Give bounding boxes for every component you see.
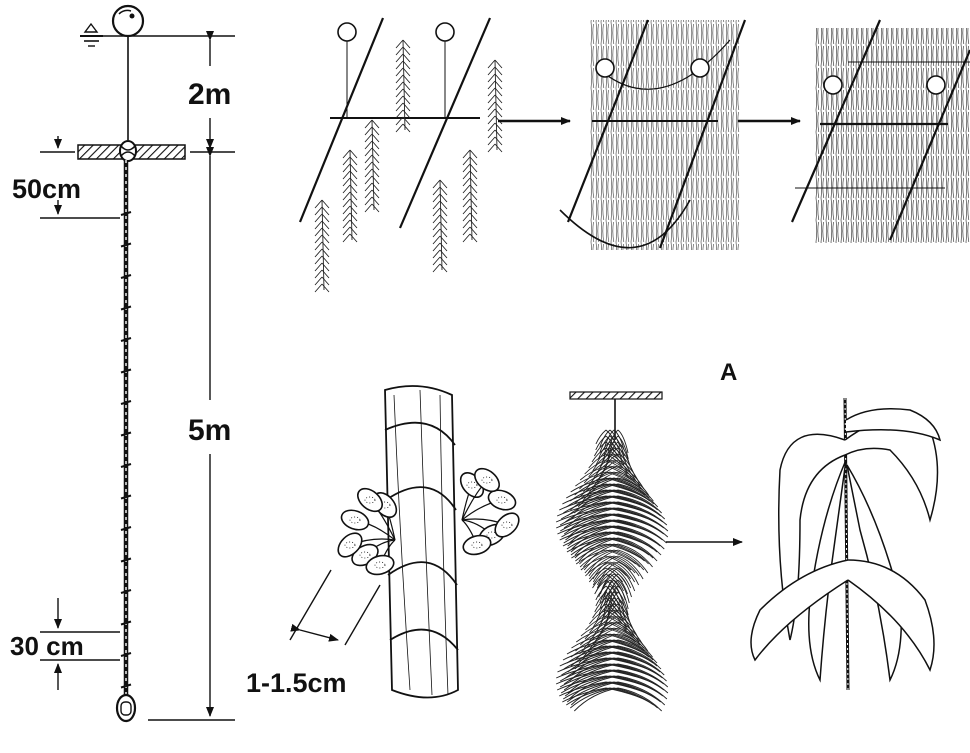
label-30cm: 30 cm [10,631,84,661]
hanging-frame [570,392,662,399]
float-buoy-icon [596,59,614,77]
float-buoy-icon [927,76,945,94]
rope-seeding-detail: 1-1.5cm [246,386,523,698]
float-buoy-icon [824,76,842,94]
frame-knot [120,141,136,161]
seedling-cluster-right [456,464,523,557]
water-surface-icon [80,24,235,46]
stage-3-harvest [792,20,970,243]
seedling-cluster-left [334,484,401,577]
dimension-lines [148,40,235,720]
float-buoy-icon [691,59,709,77]
label-plant-width: 1-1.5cm [246,668,347,698]
twisted-rope [385,386,458,698]
sinker-weight-icon [117,695,135,721]
label-2m: 2m [188,78,231,111]
panel-marker-a: A [720,359,737,386]
label-5m: 5m [188,414,231,447]
mature-plant [751,398,940,690]
left-dimension-lines [40,136,120,690]
growth-sequence [300,18,970,292]
label-50cm: 50cm [12,174,81,204]
panel-a: A [556,359,940,711]
bushy-seedling-mass [556,430,668,711]
stage-2-growing [560,20,745,250]
width-dimension [290,570,380,645]
stage-1-seedlings [300,18,502,292]
rope-culture-diagram: 2m 50cm 5m 30 cm [10,6,235,721]
float-buoy-icon [113,6,143,36]
